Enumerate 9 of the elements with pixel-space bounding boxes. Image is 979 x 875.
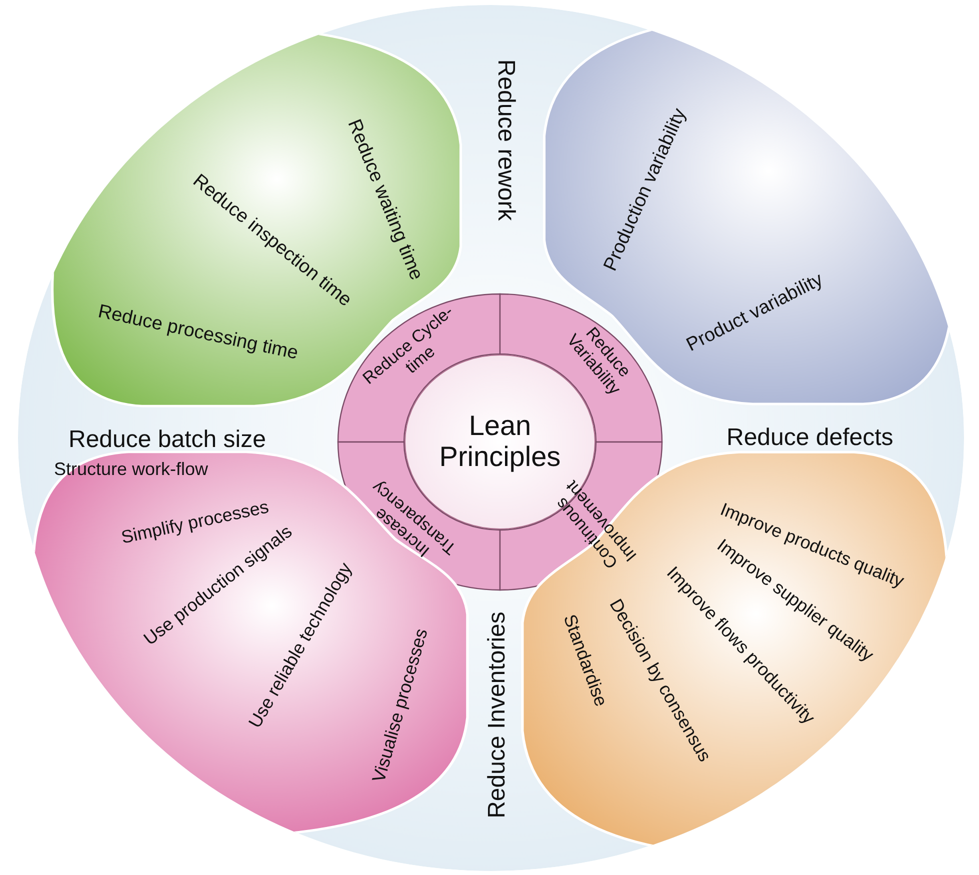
petal-text: Reduce processing time	[96, 301, 300, 365]
band-label: Reduce rework	[491, 59, 520, 221]
band-label: Reduce defects	[726, 424, 894, 452]
band-label: Reduce Inventories	[482, 612, 511, 818]
outer-disc	[18, 5, 964, 871]
petal-text: Reduce waiting time	[342, 116, 426, 284]
center-title: Lean Principles	[438, 411, 562, 473]
band-label: Reduce batch size	[68, 426, 266, 454]
petal-text: Structure work-flow	[54, 458, 208, 480]
